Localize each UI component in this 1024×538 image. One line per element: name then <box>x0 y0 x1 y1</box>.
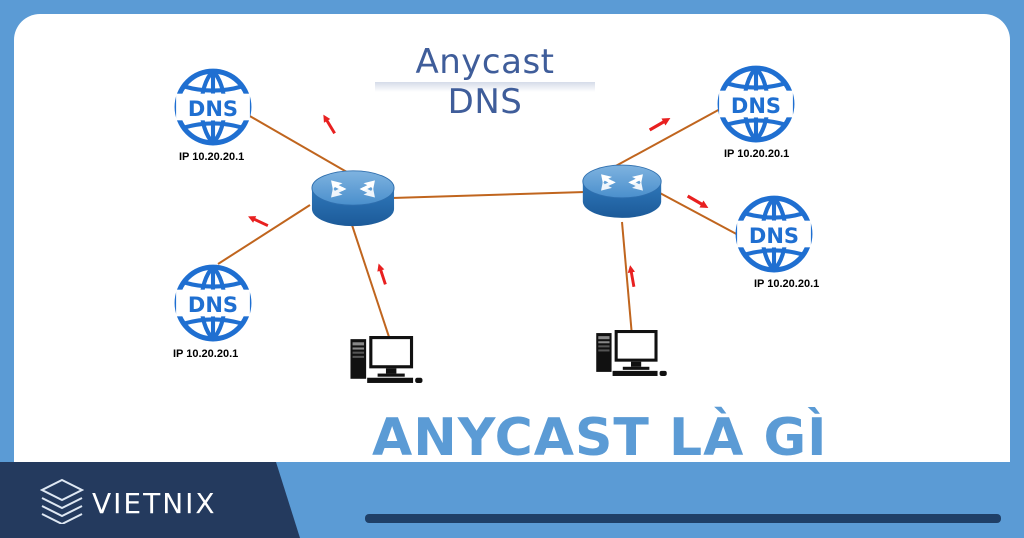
headline: ANYCAST LÀ GÌ <box>372 408 828 468</box>
brand-name: VIETNIX <box>92 487 217 520</box>
dns-server-top-right: DNS <box>719 68 793 140</box>
logo-panel <box>0 462 300 538</box>
stack-logo-icon <box>40 478 84 524</box>
dns-server-mid-right: DNS <box>737 198 811 270</box>
footer-stripe <box>365 514 1001 523</box>
dns-label: DNS <box>188 293 238 317</box>
router-icon <box>311 170 395 227</box>
link-router1-dns-top-left <box>247 114 353 176</box>
dns-label: DNS <box>188 97 238 121</box>
desktop-computer-icon <box>596 330 667 376</box>
ip-label-mid-right: IP 10.20.20.1 <box>754 278 820 290</box>
router-icon <box>582 164 662 219</box>
ip-label-top-left: IP 10.20.20.1 <box>179 151 245 163</box>
traffic-arrow-icon <box>647 114 673 134</box>
dns-server-bottom-left: DNS <box>176 267 250 339</box>
traffic-arrow-icon <box>246 213 270 229</box>
desktop-computer-icon <box>350 336 423 383</box>
dns-server-top-left: DNS <box>176 71 250 143</box>
dns-label: DNS <box>731 94 781 118</box>
diagram-title: Anycast DNS <box>375 42 595 122</box>
ip-label-top-right: IP 10.20.20.1 <box>724 148 790 160</box>
ip-label-bottom-left: IP 10.20.20.1 <box>173 348 239 360</box>
link-router1-dns-bottom-left <box>217 204 311 265</box>
dns-label: DNS <box>749 224 799 248</box>
link-router1-router2 <box>391 191 586 199</box>
network-links <box>217 107 743 341</box>
link-router2-dns-top-right <box>611 107 723 169</box>
link-router2-dns-mid-right <box>657 191 743 238</box>
link-router2-computer <box>621 221 633 337</box>
traffic-arrow-icon <box>320 112 338 136</box>
traffic-arrow-icon <box>375 262 389 286</box>
link-router1-computer <box>351 224 391 341</box>
